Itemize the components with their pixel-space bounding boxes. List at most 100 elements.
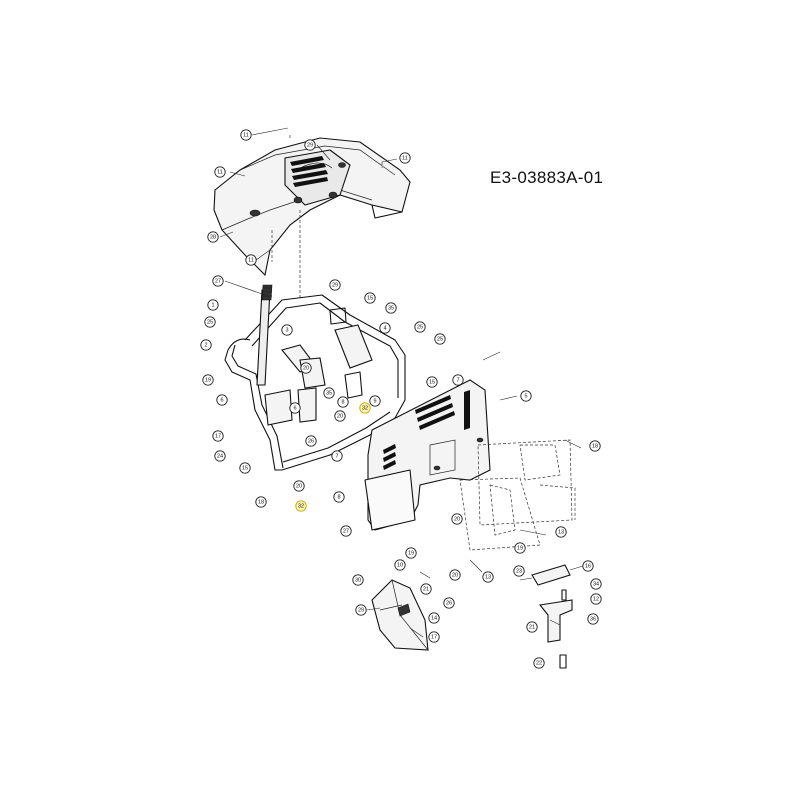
frame-tube — [224, 294, 406, 471]
callout-label: 13 — [558, 529, 564, 535]
pedal-brackets — [264, 307, 373, 426]
callout-label: 29 — [307, 142, 313, 148]
callout-label: 19 — [517, 545, 523, 551]
callout-label: 29 — [358, 607, 364, 613]
callout-15: 15 — [239, 462, 251, 474]
callout-label: 11 — [402, 155, 408, 161]
callout-label: 4 — [383, 325, 386, 331]
callout-label: 25 — [437, 336, 443, 342]
callout-label: 32 — [298, 503, 304, 509]
callout-27: 27 — [340, 525, 352, 537]
callout-35: 35 — [385, 302, 397, 314]
drawing-number: E3-03883A-01 — [490, 168, 604, 187]
side-bracket — [531, 564, 573, 669]
callout-label: 3 — [285, 327, 288, 333]
callout-23: 23 — [513, 565, 525, 577]
callout-2: 2 — [200, 339, 212, 351]
callout-17: 17 — [212, 430, 224, 442]
callout-label: 32 — [362, 405, 368, 411]
callout-32: 32 — [359, 402, 371, 414]
callout-34: 34 — [590, 578, 602, 590]
callout-label: 2 — [204, 342, 207, 348]
callout-27: 27 — [212, 275, 224, 287]
callout-label: 11 — [248, 257, 254, 263]
callout-25: 25 — [414, 321, 426, 333]
callout-label: 35 — [326, 390, 332, 396]
callout-11: 11 — [214, 166, 226, 178]
callout-label: 19 — [408, 550, 414, 556]
callout-13: 13 — [482, 571, 494, 583]
callout-24: 24 — [214, 450, 226, 462]
callout-label: 6 — [220, 397, 223, 403]
callout-15: 15 — [426, 376, 438, 388]
callout-label: 8 — [337, 494, 340, 500]
lower-plate — [364, 469, 416, 531]
callout-26: 26 — [305, 435, 317, 447]
callout-label: 7 — [456, 377, 459, 383]
fastener-leaders — [219, 127, 587, 638]
firewall-panel — [459, 439, 576, 551]
callout-20: 20 — [293, 480, 305, 492]
callout-label: 20 — [296, 483, 302, 489]
callout-20: 20 — [451, 513, 463, 525]
callout-29: 29 — [304, 139, 316, 151]
callout-19: 19 — [514, 542, 526, 554]
callout-8: 8 — [337, 396, 349, 408]
callout-1: 1 — [207, 299, 219, 311]
callout-19: 19 — [405, 547, 417, 559]
callout-label: 17 — [431, 634, 437, 640]
callout-label: 19 — [205, 377, 211, 383]
callout-32: 32 — [295, 500, 307, 512]
callout-label: 34 — [593, 581, 599, 587]
callout-10: 10 — [394, 559, 406, 571]
callout-11: 11 — [399, 152, 411, 164]
callout-29: 29 — [329, 279, 341, 291]
callout-label: 5 — [524, 393, 527, 399]
callout-3: 3 — [281, 324, 293, 336]
callout-19: 19 — [202, 374, 214, 386]
callout-label: 18 — [592, 443, 598, 449]
callout-label: 26 — [446, 600, 452, 606]
hood-cover — [213, 137, 411, 277]
callout-36: 36 — [587, 613, 599, 625]
callout-label: 8 — [341, 399, 344, 405]
callout-7: 7 — [331, 450, 343, 462]
callout-label: 6 — [293, 405, 296, 411]
callout-label: 11 — [243, 132, 249, 138]
callout-20: 20 — [449, 569, 461, 581]
callout-14: 14 — [428, 612, 440, 624]
callout-12: 12 — [590, 593, 602, 605]
seat-bracket — [371, 579, 429, 651]
callout-label: 28 — [210, 234, 216, 240]
callout-label: 17 — [215, 433, 221, 439]
steering-column — [256, 284, 273, 386]
callout-35: 35 — [323, 387, 335, 399]
callout-28: 28 — [207, 231, 219, 243]
callout-25: 25 — [204, 316, 216, 328]
callout-20: 20 — [334, 410, 346, 422]
callout-9: 9 — [369, 395, 381, 407]
callout-6: 6 — [289, 402, 301, 414]
callout-label: 10 — [397, 562, 403, 568]
callout-26: 26 — [443, 597, 455, 609]
callout-label: 20 — [452, 572, 458, 578]
callout-18: 18 — [255, 496, 267, 508]
callout-label: 23 — [516, 568, 522, 574]
callout-11: 11 — [240, 129, 252, 141]
callout-15: 15 — [364, 292, 376, 304]
callout-label: 24 — [217, 453, 223, 459]
callout-label: 18 — [258, 499, 264, 505]
callout-21: 21 — [420, 583, 432, 595]
callout-label: 22 — [536, 660, 542, 666]
callout-label: 20 — [303, 365, 309, 371]
callout-label: 25 — [207, 319, 213, 325]
callout-label: 26 — [308, 438, 314, 444]
callout-label: 27 — [343, 528, 349, 534]
callout-label: 9 — [373, 398, 376, 404]
callout-label: 13 — [485, 574, 491, 580]
callout-6: 6 — [216, 394, 228, 406]
callout-30: 30 — [352, 574, 364, 586]
callout-label: 15 — [367, 295, 373, 301]
callout-label: 30 — [355, 577, 361, 583]
